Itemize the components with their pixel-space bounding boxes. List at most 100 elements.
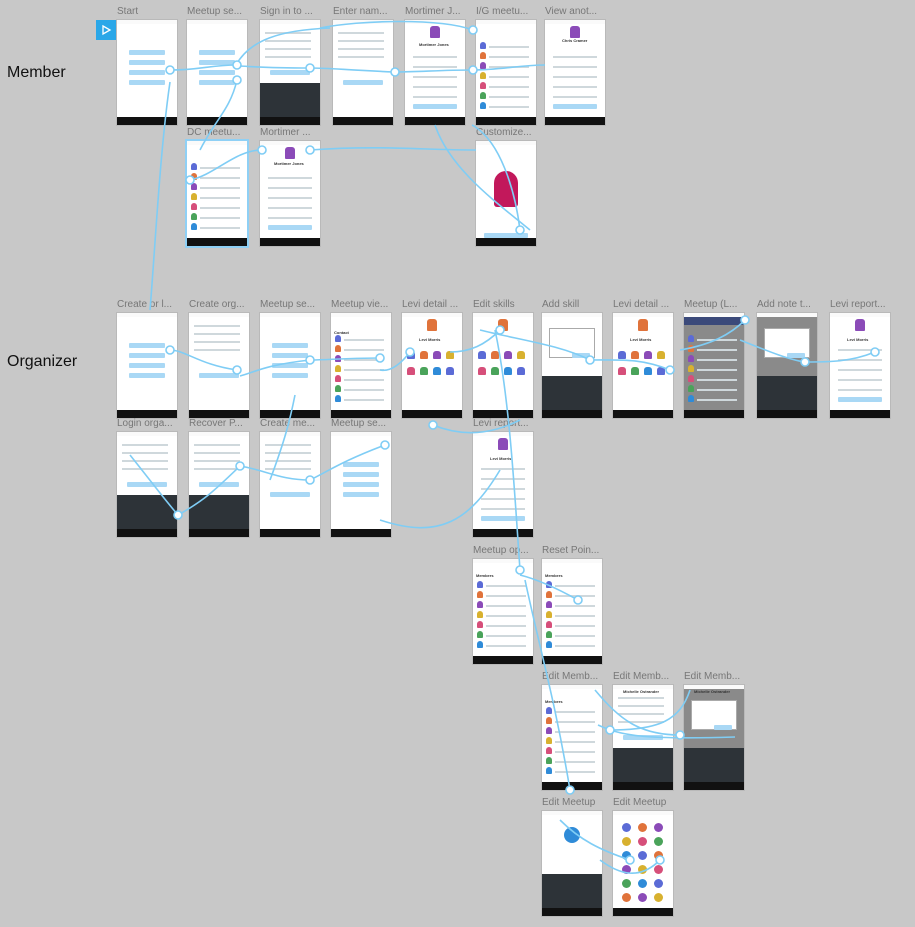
member-row: [344, 389, 384, 391]
member-avatar: [688, 355, 694, 362]
screen-title: I/G meetu...: [476, 6, 529, 17]
screen-card[interactable]: Reset Poin... Members: [542, 545, 602, 664]
screen-card[interactable]: Edit skills: [473, 299, 533, 418]
profile-row: [268, 177, 312, 179]
meetup-icon-option: [622, 879, 631, 888]
member-row: [344, 369, 384, 371]
nav-bar: [189, 529, 249, 537]
member-avatar: [688, 365, 694, 372]
screen-card[interactable]: Edit Memb... Michelle Ostrander: [613, 671, 673, 790]
nav-bar: [473, 656, 533, 664]
screen-card[interactable]: Create org...: [189, 299, 249, 418]
profile-avatar: [498, 319, 508, 331]
screen-card[interactable]: Login orga...: [117, 418, 177, 537]
menu-button: [129, 80, 165, 85]
member-avatar: [546, 621, 552, 628]
screen-card[interactable]: Edit Memb... Michelle Ostrander: [684, 671, 744, 790]
profile-avatar: [855, 319, 865, 331]
form-field: [265, 56, 311, 58]
profile-row: [838, 359, 882, 361]
screen-card[interactable]: Mortimer J... Mortimer Jones: [405, 6, 465, 125]
screen-card[interactable]: Customize...: [476, 127, 536, 246]
profile-name: Levi Morris: [847, 337, 869, 342]
profile-row: [481, 498, 525, 500]
member-avatar: [191, 163, 197, 170]
play-prototype-button[interactable]: [96, 20, 116, 40]
skill-icon: [420, 367, 428, 375]
nav-bar: [830, 410, 890, 418]
screen-card[interactable]: Add skill: [542, 299, 602, 418]
nav-bar: [542, 410, 602, 418]
menu-button: [343, 482, 379, 487]
screen-title: Meetup vie...: [331, 299, 389, 310]
status-bar: [260, 20, 320, 24]
screen-card[interactable]: Levi report... Levi Morris: [473, 418, 533, 537]
screen-card[interactable]: Add note t...: [757, 299, 817, 418]
member-avatar: [688, 375, 694, 382]
profile-name: Levi Morris: [490, 456, 512, 461]
screen-card[interactable]: Meetup op... Members: [473, 545, 533, 664]
member-avatar: [546, 631, 552, 638]
screen-card[interactable]: Meetup se...: [260, 299, 320, 418]
section-label-member: Member: [7, 64, 66, 81]
screen-card[interactable]: Levi report... Levi Morris: [830, 299, 890, 418]
meetup-icon-option: [622, 851, 631, 860]
screen-card[interactable]: Levi detail ... Levi Morris: [402, 299, 462, 418]
skill-icon: [517, 367, 525, 375]
screen-card[interactable]: Edit Meetup: [542, 797, 602, 916]
screen-card[interactable]: Enter nam...: [333, 6, 393, 125]
screen-card[interactable]: Meetup se...: [187, 6, 247, 125]
profile-name: Chris Cramer: [562, 38, 588, 43]
menu-button: [129, 70, 165, 75]
form-field: [265, 48, 311, 50]
screen-card[interactable]: Sign in to ...: [260, 6, 320, 125]
keyboard: [613, 748, 673, 782]
screen-card[interactable]: Create or l...: [117, 299, 177, 418]
member-avatar: [335, 355, 341, 362]
screen-title: Meetup op...: [473, 545, 529, 556]
member-avatar: [480, 72, 486, 79]
submit-button: [343, 80, 383, 85]
member-avatar: [477, 601, 483, 608]
screen-card[interactable]: Meetup vie... Contact: [331, 299, 391, 418]
action-button: [838, 397, 882, 402]
profile-avatar: [498, 438, 508, 450]
skill-icon: [657, 351, 665, 359]
screen-card[interactable]: Levi detail ... Levi Morris: [613, 299, 673, 418]
member-row: [555, 771, 595, 773]
menu-button: [272, 373, 308, 378]
screen-card[interactable]: Mortimer ... Mortimer Jones: [260, 127, 320, 246]
screen-card[interactable]: Edit Meetup: [613, 797, 673, 916]
nav-bar: [187, 238, 247, 246]
status-bar: [542, 313, 602, 317]
screen-card[interactable]: Edit Memb... Members: [542, 671, 602, 790]
screen-card[interactable]: I/G meetu...: [476, 6, 536, 125]
screen-card[interactable]: DC meetu...: [187, 127, 247, 246]
screen-card[interactable]: View anot... Chris Cramer: [545, 6, 605, 125]
screen-card[interactable]: Meetup (L...: [684, 299, 744, 418]
screen-card[interactable]: Meetup se...: [331, 418, 391, 537]
member-avatar: [480, 42, 486, 49]
screen-thumbnail: [187, 20, 247, 125]
status-bar: [117, 432, 177, 436]
screen-title: Meetup se...: [260, 299, 316, 310]
skill-icon: [517, 351, 525, 359]
link-hotspot[interactable]: [428, 420, 438, 430]
screen-card[interactable]: Create me...: [260, 418, 320, 537]
screen-thumbnail: [260, 313, 320, 418]
screen-thumbnail: [333, 20, 393, 125]
screen-thumbnail: [542, 313, 602, 418]
profile-name: Levi Morris: [419, 337, 441, 342]
screen-card[interactable]: Recover P...: [189, 418, 249, 537]
form-field: [338, 40, 384, 42]
screen-thumbnail: [117, 313, 177, 418]
nav-bar: [117, 410, 177, 418]
menu-button: [129, 60, 165, 65]
link-hotspot[interactable]: [675, 730, 685, 740]
form-field: [194, 349, 240, 351]
form-field: [265, 444, 311, 446]
member-row: [555, 751, 595, 753]
menu-button: [343, 462, 379, 467]
meetup-icon-option: [654, 879, 663, 888]
screen-card[interactable]: Start: [117, 6, 177, 125]
